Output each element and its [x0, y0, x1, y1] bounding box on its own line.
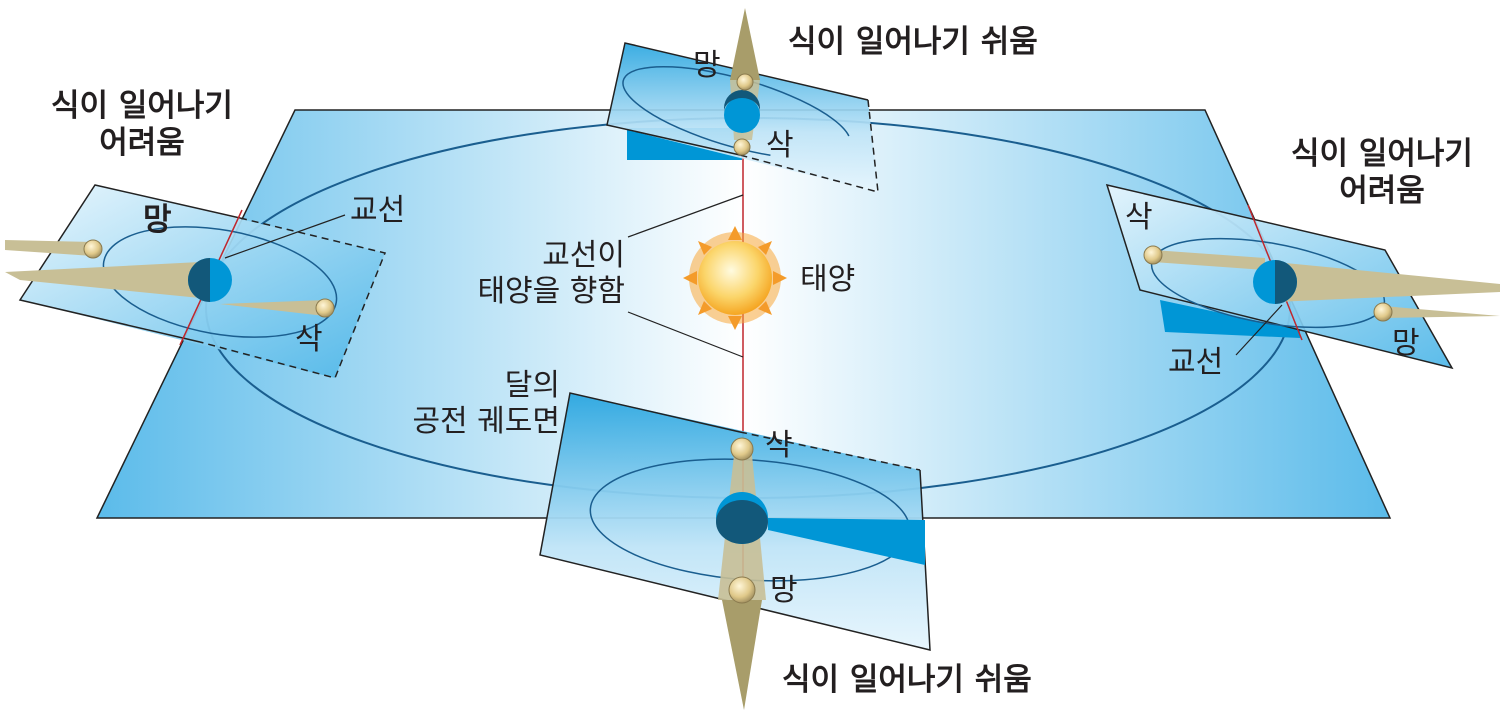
moon-icon [1373, 302, 1393, 322]
bottom-moon-orbit-plane [539, 392, 931, 710]
node-line-label-right: 교선 [1168, 345, 1224, 380]
full-moon-label-left: 망 [143, 202, 172, 238]
label-line: 어려움 [99, 125, 185, 162]
full-moon-label-right: 망 [1392, 326, 1420, 361]
eclipse-easy-label-bottom: 식이 일어나기 쉬움 [782, 662, 1032, 698]
right-moon-orbit-plane [1105, 183, 1500, 370]
sun-label: 태양 [800, 262, 856, 297]
eclipse-easy-label-top: 식이 일어나기 쉬움 [788, 24, 1038, 60]
label-line: 공전 궤도면 [412, 404, 560, 439]
label-line: 교선이 [542, 238, 625, 273]
label-line: 식이 일어나기 [51, 88, 233, 124]
new-moon-label-top: 삭 [766, 128, 794, 163]
leader-lines [224, 194, 1283, 358]
label-line: 태양을 향함 [477, 274, 625, 309]
label-line: 식이 일어나기 [1291, 136, 1473, 172]
moon-icon [315, 298, 335, 318]
node-line-label-left: 교선 [350, 193, 406, 228]
moon-icon [728, 576, 756, 604]
top-moon-orbit-plane [606, 8, 879, 194]
moon-icon [736, 73, 754, 91]
label-line: 달의 [504, 368, 560, 403]
sun-icon [683, 226, 787, 330]
moon-icon [1143, 245, 1163, 265]
full-moon-label-bottom: 망 [770, 573, 798, 608]
new-moon-label-right: 삭 [1125, 200, 1153, 235]
full-moon-label-top: 망 [693, 48, 721, 83]
label-line: 어려움 [1339, 173, 1425, 210]
moon-icon [730, 437, 754, 461]
earth-icon [724, 97, 760, 133]
moon-icon [733, 138, 751, 156]
new-moon-label-bottom: 삭 [765, 428, 793, 463]
new-moon-label-left: 삭 [295, 322, 323, 357]
moon-icon [83, 239, 103, 259]
